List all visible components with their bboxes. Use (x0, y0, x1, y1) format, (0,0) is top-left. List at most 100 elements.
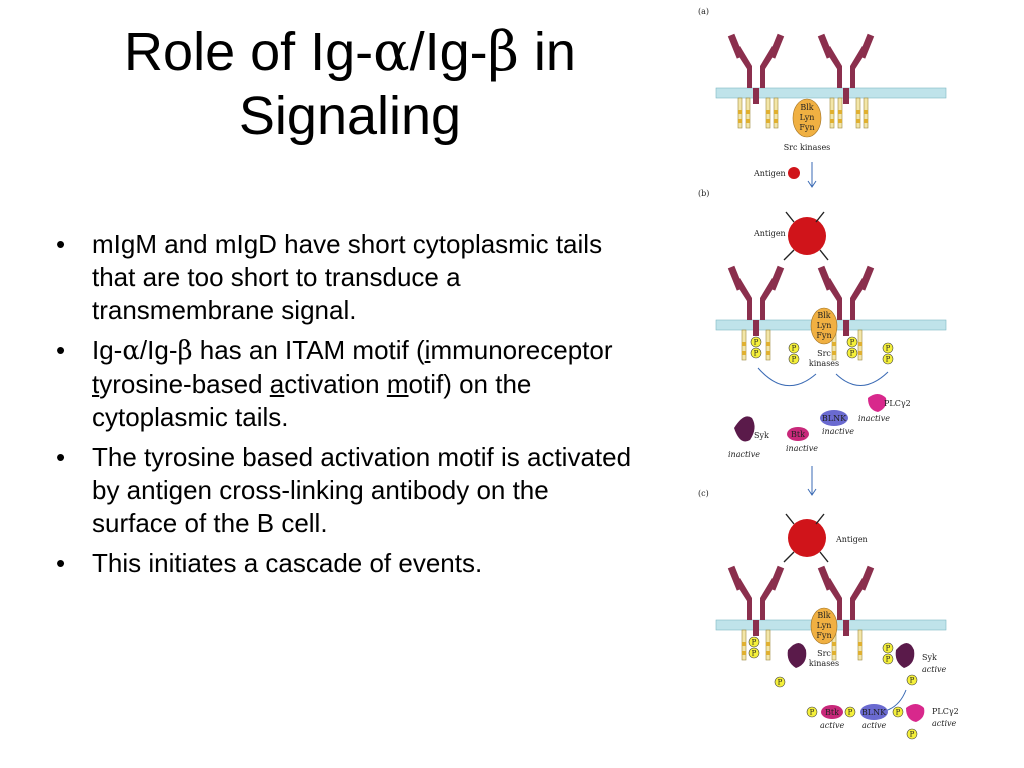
title-alpha: α (373, 20, 410, 83)
phosphate-icon (750, 347, 762, 359)
title-mid: /Ig- (409, 22, 488, 82)
src-kinases-label: Src kinases (784, 143, 831, 152)
svg-text:Blk: Blk (817, 311, 830, 320)
tail-icon (857, 629, 863, 661)
bcell-signaling-figure: P (a) Blk Lyn Fyn Src kinases Antigen (b… (676, 0, 976, 768)
tail-icon (765, 97, 771, 129)
svg-text:inactive: inactive (786, 444, 818, 453)
title-beta: β (487, 20, 519, 83)
svg-text:Fyn: Fyn (799, 123, 814, 132)
antigen-icon (788, 167, 800, 179)
tail-icon (837, 97, 843, 129)
svg-text:Btk: Btk (825, 708, 839, 717)
svg-text:kinases: kinases (809, 359, 839, 368)
svg-text:inactive: inactive (858, 414, 890, 423)
svg-text:Syk: Syk (922, 653, 937, 662)
tail-icon (857, 329, 863, 361)
phosphate-icon (906, 674, 918, 686)
arrow-down-icon (807, 162, 817, 188)
svg-text:Syk: Syk (754, 431, 769, 440)
phosphate-icon (906, 728, 918, 740)
panel-a-label: (a) (698, 7, 709, 16)
phosphate-icon (846, 347, 858, 359)
antigen-icon (788, 217, 826, 255)
svg-text:Lyn: Lyn (817, 621, 832, 630)
tail-icon (773, 97, 779, 129)
tail-icon (863, 97, 869, 129)
phosphate-icon (882, 642, 894, 654)
svg-text:active: active (862, 721, 887, 730)
svg-text:active: active (932, 719, 957, 728)
svg-text:kinases: kinases (809, 659, 839, 668)
svg-text:Src: Src (817, 349, 831, 358)
bullet-text-2: Ig-α/Ig-β has an ITAM motif (immunorecep… (92, 335, 613, 432)
bullet-marker: • (56, 548, 66, 578)
plcg2-icon (906, 704, 925, 722)
bullet-item-4: • This initiates a cascade of events. (52, 547, 632, 580)
bullet-item-1: • mIgM and mIgD have short cytoplasmic ta… (52, 228, 632, 327)
syk-icon (734, 416, 755, 442)
phosphate-icon (750, 336, 762, 348)
tail-icon (741, 629, 747, 661)
arrow-down-icon (807, 466, 817, 496)
title-line2: Signaling (238, 86, 462, 146)
phosphate-icon (788, 353, 800, 365)
antigen-label: Antigen (753, 169, 786, 178)
svg-text:Fyn: Fyn (816, 631, 831, 640)
svg-text:Lyn: Lyn (817, 321, 832, 330)
btk-icon (821, 705, 843, 719)
tail-icon (855, 97, 861, 129)
phosphate-icon (748, 647, 760, 659)
bullet-marker: • (56, 229, 66, 259)
svg-text:Src: Src (817, 649, 831, 658)
svg-text:inactive: inactive (728, 450, 760, 459)
src-kinase-icon (792, 98, 822, 138)
crosslink-icon (783, 513, 829, 563)
tail-icon (765, 629, 771, 661)
figure-svg: P (a) Blk Lyn Fyn Src kinases Antigen (b… (698, 7, 959, 740)
svg-text:BLNK: BLNK (822, 414, 847, 423)
panel-c-label: (c) (698, 489, 709, 498)
phosphate-icon (882, 342, 894, 354)
bullet-marker: • (56, 442, 66, 472)
crosslink-icon (783, 211, 829, 261)
bullet-text-1: mIgM and mIgD have short cytoplasmic tai… (92, 229, 603, 325)
phosphate-icon (788, 342, 800, 354)
slide-title: Role of Ig-α/Ig-β in Signaling (40, 20, 660, 148)
btk-icon (787, 427, 809, 441)
blnk-icon (820, 410, 848, 426)
src-kinase-icon (810, 607, 838, 645)
svg-text:Fyn: Fyn (816, 331, 831, 340)
tail-icon (741, 329, 747, 361)
phosphate-icon (806, 706, 818, 718)
svg-text:BLNK: BLNK (862, 708, 887, 717)
phosphate-icon (748, 636, 760, 648)
bullet-item-3: •The tyrosine based activation motif is … (52, 441, 632, 540)
bullet-marker: • (56, 335, 66, 365)
phosphate-icon (882, 653, 894, 665)
title-prefix: Role of Ig- (124, 22, 374, 82)
phosphate-icon (882, 353, 894, 365)
svg-text:PLCγ2: PLCγ2 (884, 399, 911, 408)
tail-icon (737, 97, 743, 129)
tail-icon (829, 97, 835, 129)
bullet-list: • mIgM and mIgD have short cytoplasmic ta… (52, 228, 632, 587)
phosphate-icon (844, 706, 856, 718)
tail-icon (745, 97, 751, 129)
svg-text:Btk: Btk (791, 430, 805, 439)
syk-icon (787, 643, 807, 668)
svg-text:active: active (820, 721, 845, 730)
svg-text:Blk: Blk (817, 611, 830, 620)
title-suffix: in (518, 22, 576, 82)
svg-text:Lyn: Lyn (800, 113, 815, 122)
arrow-icon (835, 371, 889, 386)
phosphate-icon (846, 336, 858, 348)
tail-icon (765, 329, 771, 361)
blnk-icon (860, 704, 888, 720)
bullet-item-2: • Ig-α/Ig-β has an ITAM motif (immunorece… (52, 334, 632, 434)
phosphate-icon (892, 706, 904, 718)
panel-b-label: (b) (698, 189, 709, 198)
svg-text:inactive: inactive (822, 427, 854, 436)
bullet-text-4: This initiates a cascade of events. (92, 548, 483, 578)
svg-text:PLCγ2: PLCγ2 (932, 707, 959, 716)
